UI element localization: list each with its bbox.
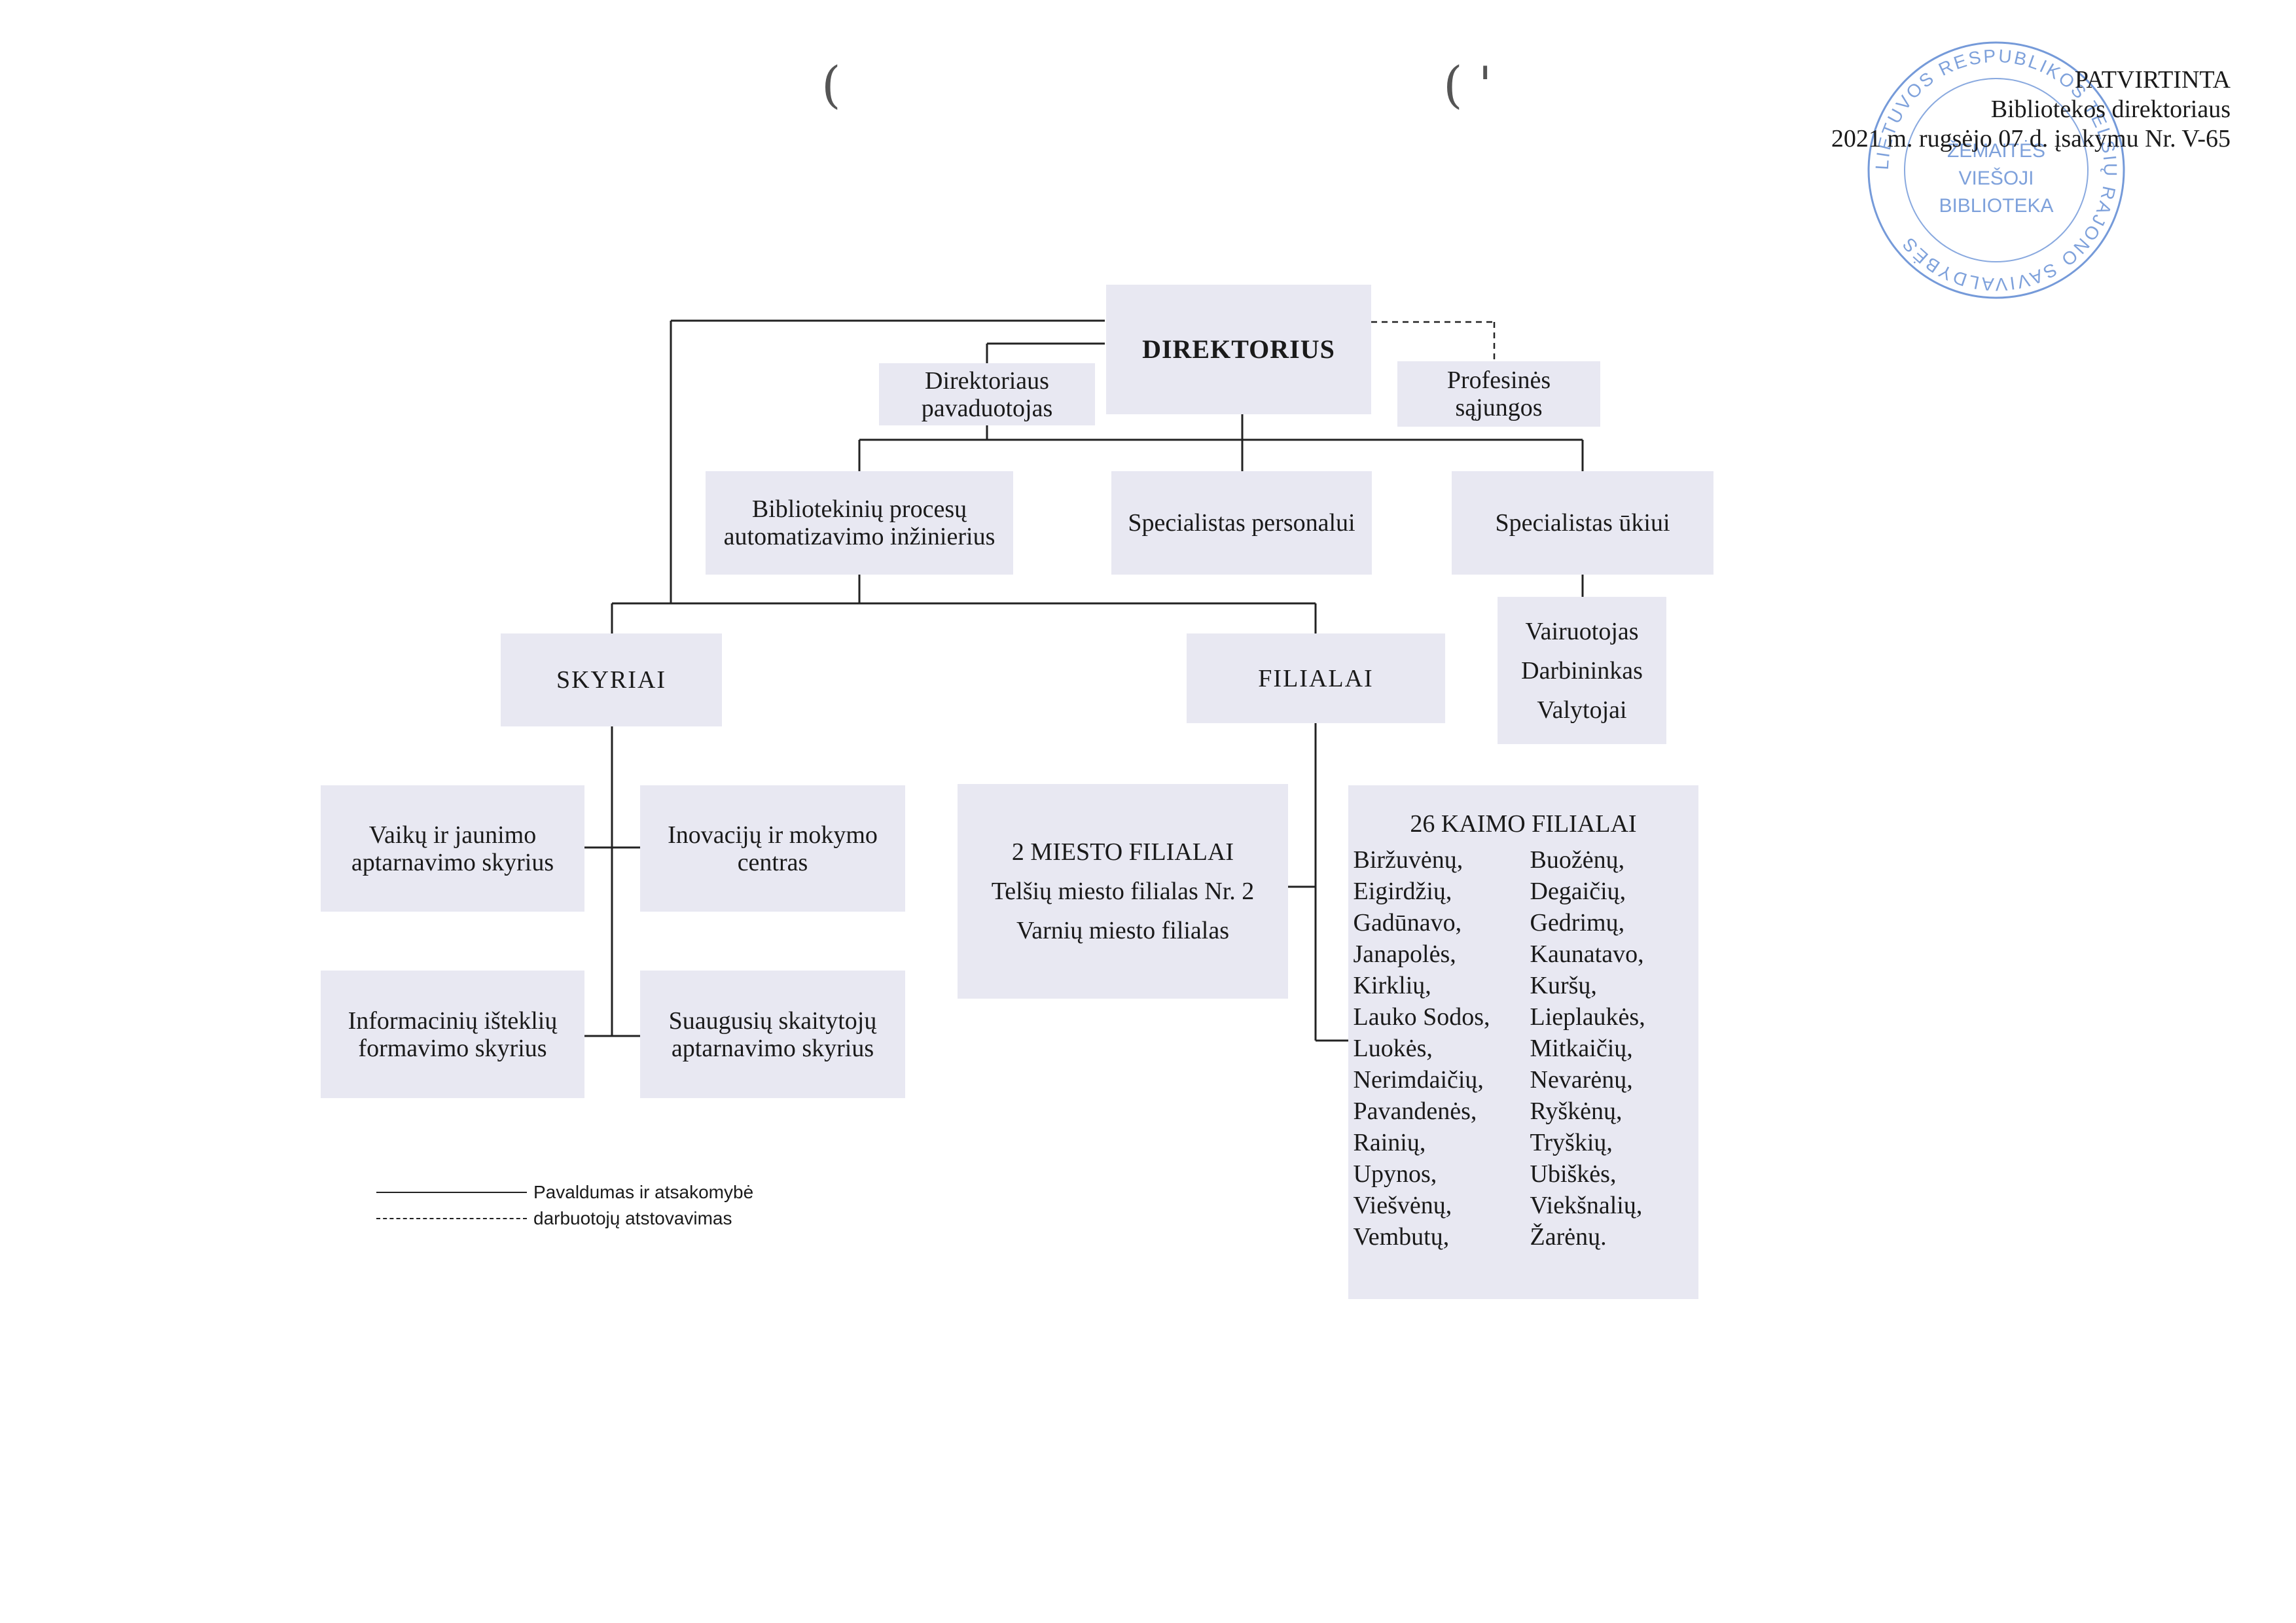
staff-driver: Vairuotojas bbox=[1525, 617, 1639, 645]
village-branch-item: Gadūnavo, bbox=[1353, 909, 1462, 936]
legend-dashed-line bbox=[376, 1218, 527, 1219]
departments-label: SKYRIAI bbox=[556, 666, 667, 694]
children-dept-line2: aptarnavimo skyrius bbox=[351, 848, 554, 876]
stamp-line3: BIBLIOTEKA bbox=[1939, 195, 2053, 217]
legend-dashed-label: darbuotojų atstovavimas bbox=[533, 1208, 732, 1228]
innovation-box: Inovacijų ir mokymo centras bbox=[640, 785, 905, 912]
village-branch-item: Ubiškės, bbox=[1530, 1160, 1617, 1188]
village-branch-item: Žarėnų. bbox=[1530, 1223, 1607, 1251]
village-branch-item: Nerimdaičių, bbox=[1353, 1066, 1484, 1094]
scan-bracket-right: ( ' bbox=[1443, 56, 1492, 114]
director-label: DIREKTORIUS bbox=[1142, 334, 1335, 364]
departments-box: SKYRIAI bbox=[501, 633, 722, 726]
village-branch-item: Mitkaičių, bbox=[1530, 1035, 1633, 1062]
adult-dept-line2: aptarnavimo skyrius bbox=[671, 1034, 874, 1062]
staff-box: Vairuotojas Darbininkas Valytojai bbox=[1498, 597, 1666, 744]
approval-issuer: Bibliotekos direktoriaus bbox=[1990, 96, 2231, 123]
deputy-line2: pavaduotojas bbox=[921, 394, 1053, 422]
village-branch-item: Gedrimų, bbox=[1530, 909, 1625, 936]
unions-line2: sąjungos bbox=[1455, 394, 1543, 421]
economy-specialist-box: Specialistas ūkiui bbox=[1452, 471, 1713, 575]
village-branch-item: Upynos, bbox=[1353, 1160, 1437, 1188]
city-branches-box: 2 MIESTO FILIALAI Telšių miesto filialas… bbox=[958, 784, 1288, 999]
village-branch-item: Viešvėnų, bbox=[1353, 1192, 1452, 1219]
engineer-line2: automatizavimo inžinierius bbox=[723, 523, 996, 550]
village-branch-item: Kaunatavo, bbox=[1530, 940, 1644, 968]
hr-specialist-box: Specialistas personalui bbox=[1111, 471, 1372, 575]
stamp-line2: VIEŠOJI bbox=[1958, 167, 2034, 189]
library-stamp: LIETUVOS RESPUBLIKOS TELŠIŲ RAJONO SAVIV… bbox=[1867, 41, 2125, 299]
innovation-line1: Inovacijų ir mokymo bbox=[668, 821, 878, 849]
info-dept-line2: formavimo skyrius bbox=[358, 1034, 547, 1062]
deputy-line1: Direktoriaus bbox=[925, 366, 1049, 395]
village-branch-item: Biržuvėnų, bbox=[1353, 846, 1463, 874]
adult-dept-box: Suaugusių skaitytojų aptarnavimo skyrius bbox=[640, 971, 905, 1098]
branches-label: FILIALAI bbox=[1258, 664, 1374, 692]
children-dept-line1: Vaikų ir jaunimo bbox=[368, 821, 537, 849]
village-branch-item: Tryškių, bbox=[1530, 1129, 1613, 1156]
legend-solid-label: Pavaldumas ir atsakomybė bbox=[533, 1182, 754, 1202]
village-branch-item: Janapolės, bbox=[1353, 940, 1456, 968]
village-branch-item: Kuršų, bbox=[1530, 972, 1597, 999]
approval-title: PATVIRTINTA bbox=[2074, 66, 2231, 94]
village-branch-item: Degaičių, bbox=[1530, 878, 1626, 905]
unions-line1: Profesinės bbox=[1446, 366, 1551, 394]
village-branch-item: Luokės, bbox=[1353, 1035, 1433, 1062]
innovation-line2: centras bbox=[737, 848, 808, 876]
engineer-box: Bibliotekinių procesų automatizavimo inž… bbox=[706, 471, 1013, 575]
village-branch-item: Vembutų, bbox=[1353, 1223, 1450, 1251]
village-branch-item: Lauko Sodos, bbox=[1353, 1003, 1490, 1031]
staff-worker: Darbininkas bbox=[1521, 656, 1643, 685]
deputy-box: Direktoriaus pavaduotojas bbox=[879, 363, 1095, 425]
village-branch-item: Nevarėnų, bbox=[1530, 1066, 1633, 1094]
unions-box: Profesinės sąjungos bbox=[1397, 361, 1600, 427]
village-branch-item: Eigirdžių, bbox=[1353, 878, 1452, 905]
village-branches-title: 26 KAIMO FILIALAI bbox=[1410, 810, 1637, 838]
engineer-line1: Bibliotekinių procesų bbox=[751, 495, 967, 523]
stamp-line1: ŽEMAITĖS bbox=[1947, 140, 2045, 162]
info-dept-line1: Informacinių išteklių bbox=[348, 1007, 558, 1035]
approval-order: 2021 m. rugsėjo 07 d. įsakymu Nr. V-65 bbox=[1831, 125, 2231, 152]
village-branch-item: Rainių, bbox=[1353, 1129, 1426, 1156]
info-dept-box: Informacinių išteklių formavimo skyrius bbox=[321, 971, 584, 1098]
city-branch-item: Telšių miesto filialas Nr. 2 bbox=[991, 878, 1255, 905]
hr-specialist-label: Specialistas personalui bbox=[1128, 509, 1355, 537]
children-dept-box: Vaikų ir jaunimo aptarnavimo skyrius bbox=[321, 785, 584, 912]
director-box: DIREKTORIUS bbox=[1106, 285, 1371, 414]
legend-solid-line bbox=[376, 1192, 527, 1193]
legend-dashed: darbuotojų atstovavimas bbox=[376, 1205, 753, 1232]
branches-box: FILIALAI bbox=[1187, 633, 1445, 723]
approval-block: PATVIRTINTA Bibliotekos direktoriaus 202… bbox=[1831, 65, 2231, 154]
adult-dept-line1: Suaugusių skaitytojų bbox=[668, 1007, 877, 1035]
city-branches-title: 2 MIESTO FILIALAI bbox=[1011, 838, 1234, 866]
legend-solid: Pavaldumas ir atsakomybė bbox=[376, 1179, 753, 1205]
village-branches-list: Biržuvėnų, Buožėnų, Eigirdžių, Degaičių,… bbox=[1354, 844, 1694, 1253]
village-branch-item: Viekšnalių, bbox=[1530, 1192, 1643, 1219]
village-branches-box: 26 KAIMO FILIALAI Biržuvėnų, Buožėnų, Ei… bbox=[1348, 785, 1698, 1299]
village-branch-item: Ryškėnų, bbox=[1530, 1097, 1623, 1125]
scan-bracket-left: ( bbox=[821, 56, 841, 114]
legend: Pavaldumas ir atsakomybė darbuotojų atst… bbox=[376, 1179, 753, 1232]
village-branch-item: Kirklių, bbox=[1353, 972, 1431, 999]
village-branch-item: Lieplaukės, bbox=[1530, 1003, 1645, 1031]
village-branch-item: Pavandenės, bbox=[1353, 1097, 1477, 1125]
village-branch-item: Buožėnų, bbox=[1530, 846, 1625, 874]
city-branch-item: Varnių miesto filialas bbox=[1016, 917, 1230, 944]
staff-cleaners: Valytojai bbox=[1537, 696, 1627, 724]
economy-specialist-label: Specialistas ūkiui bbox=[1495, 509, 1670, 537]
